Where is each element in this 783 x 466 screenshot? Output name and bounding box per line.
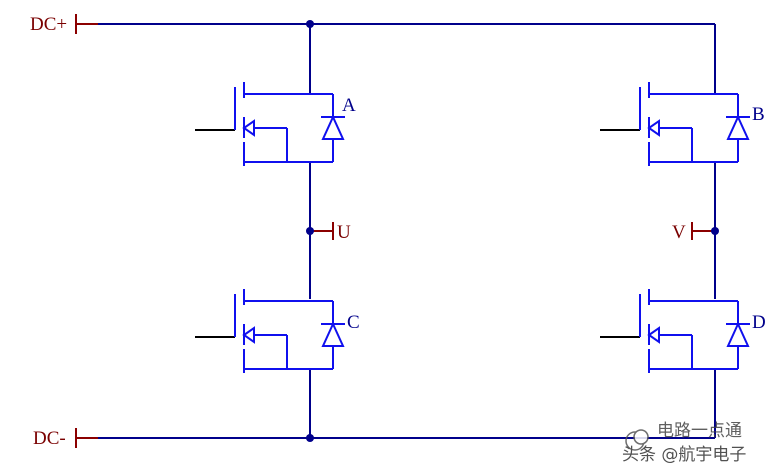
switch-b-label: B	[752, 104, 765, 125]
junction-dots	[306, 20, 719, 442]
output-u-label: U	[337, 222, 351, 243]
dc-minus-label: DC-	[33, 428, 66, 449]
dc-plus-terminal	[75, 14, 98, 34]
switch-d-label: D	[752, 312, 766, 333]
watermark: 电路一点通 头条 @航宇电子	[622, 421, 746, 465]
watermark-line1: 电路一点通	[657, 421, 742, 441]
mosfet-c	[194, 288, 346, 374]
mosfet-b	[599, 81, 751, 167]
switch-a-label: A	[342, 95, 356, 116]
watermark-line2: 头条 @航宇电子	[622, 445, 746, 465]
switch-c-label: C	[347, 312, 360, 333]
output-v-label: V	[672, 222, 686, 243]
mosfet-d	[599, 288, 751, 374]
dc-minus-terminal	[75, 428, 98, 448]
dc-plus-label: DC+	[30, 14, 67, 35]
output-wires	[310, 222, 715, 240]
mosfet-a	[194, 81, 346, 167]
